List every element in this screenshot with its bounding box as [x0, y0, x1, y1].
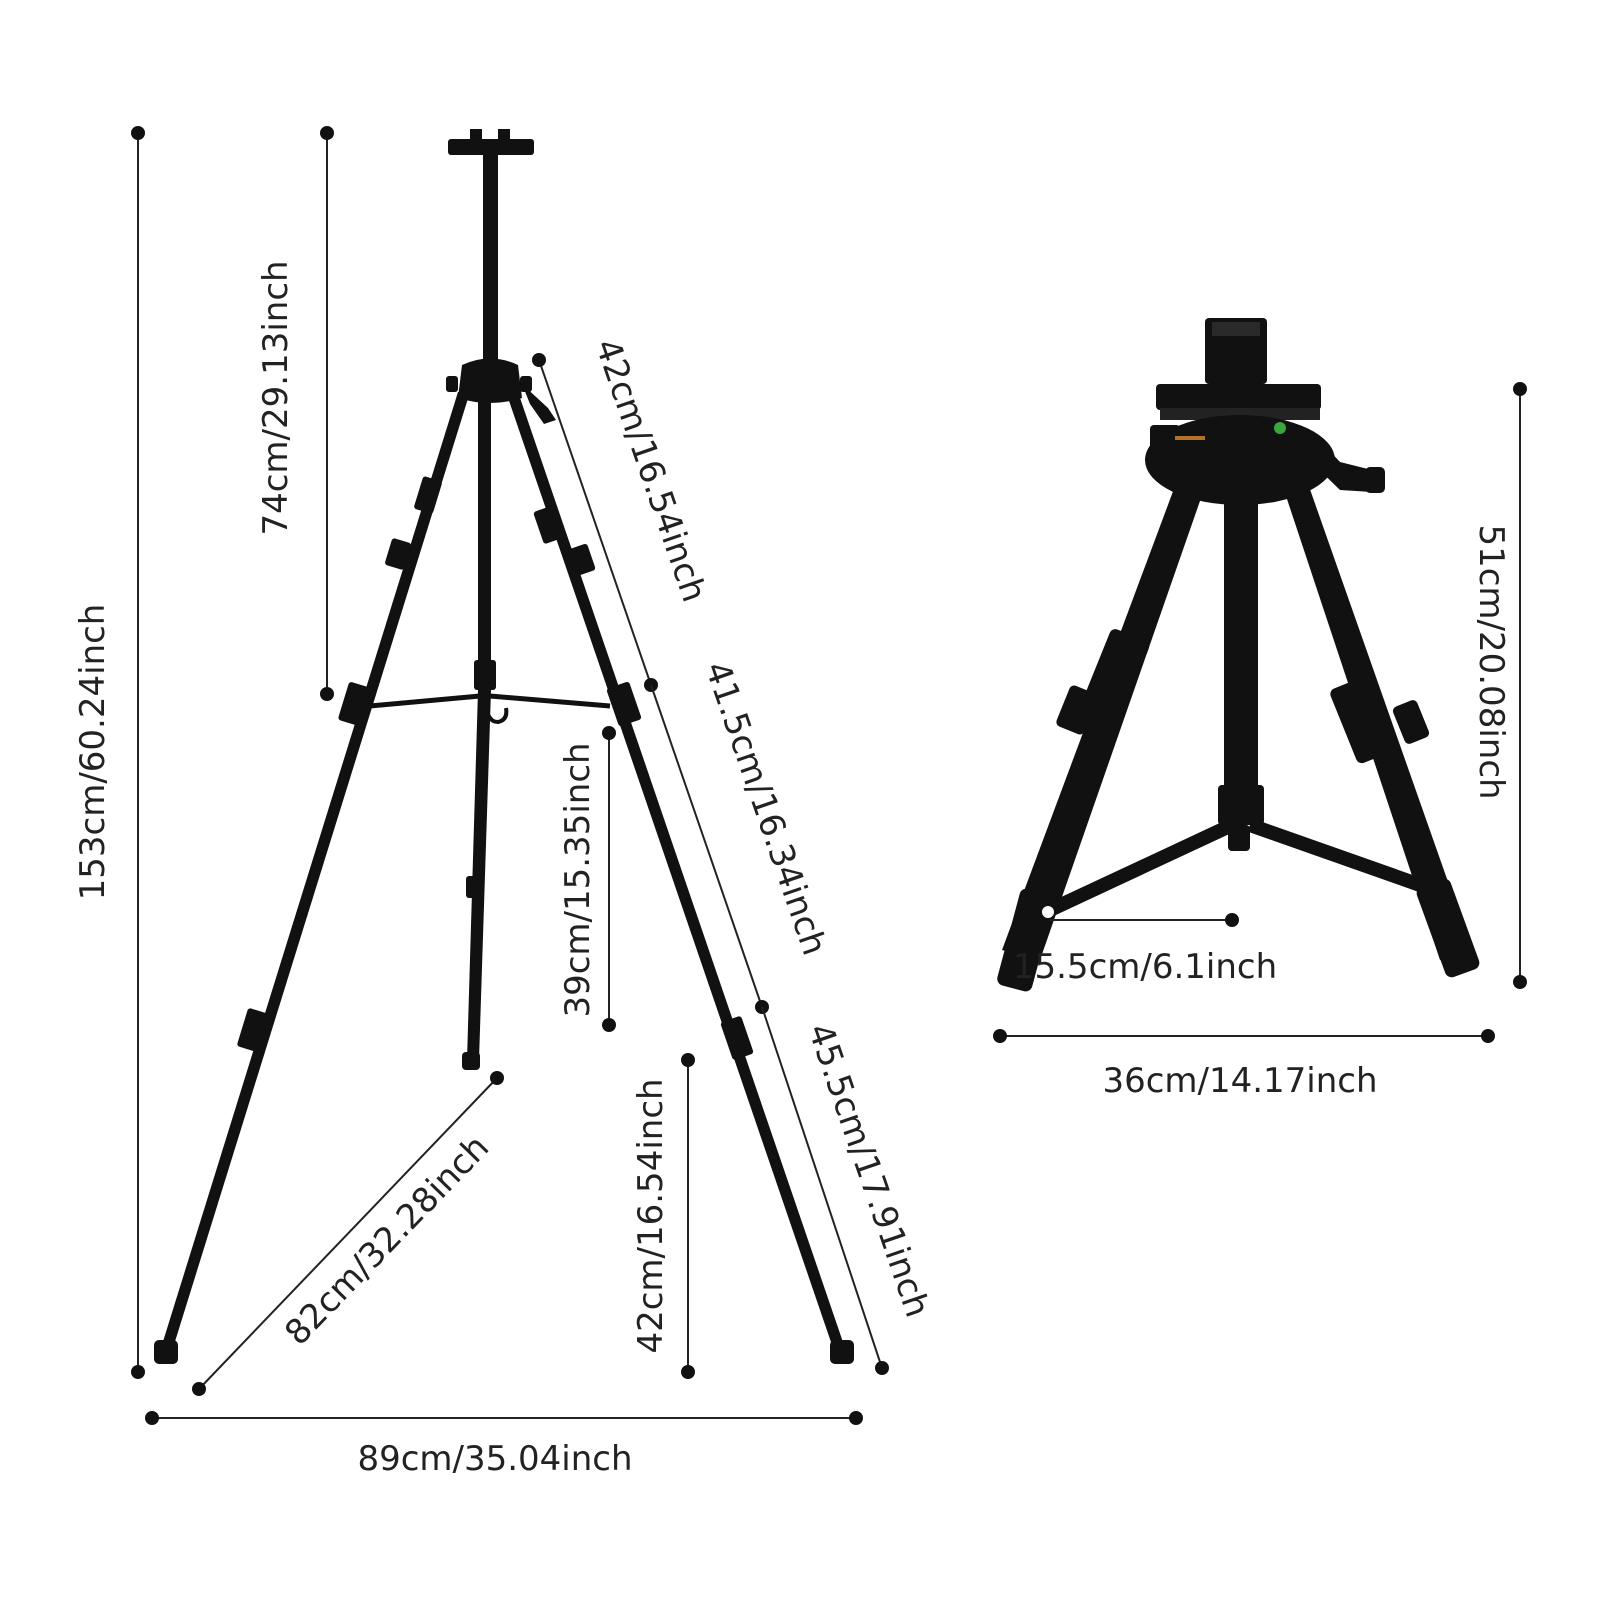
easel-top-holder — [448, 139, 534, 155]
diagonal-span-label: 82cm/32.28inch — [277, 1128, 497, 1354]
total-height-label: 153cm/60.24inch — [73, 604, 113, 901]
leg-section-top-label: 42cm/16.54inch — [587, 334, 714, 607]
easel-right-leg — [506, 392, 845, 1348]
center-leg-upper-label: 39cm/15.35inch — [558, 742, 598, 1017]
folded-tripod-illustration — [997, 318, 1480, 992]
easel-left-foot — [154, 1340, 178, 1364]
tripod-crossbar — [1156, 384, 1321, 410]
folded-height-label: 51cm/20.08inch — [1471, 524, 1511, 799]
easel-dimension-lines — [131, 126, 889, 1425]
easel-right-foot — [830, 1340, 854, 1364]
easel-head — [458, 358, 522, 403]
tripod-brace-left — [1047, 818, 1235, 917]
brace-length-label: 15.5cm/6.1inch — [1013, 947, 1277, 987]
easel-brace-right — [489, 693, 611, 709]
base-width-label: 89cm/35.04inch — [357, 1439, 632, 1479]
tripod-center-column — [1224, 480, 1258, 800]
extended-easel-illustration — [154, 129, 854, 1364]
easel-brace-left — [369, 693, 481, 709]
easel-left-leg — [161, 392, 470, 1348]
upper-section-label: 74cm/29.13inch — [256, 260, 296, 535]
easel-center-leg — [478, 400, 491, 665]
center-leg-lower-label: 42cm/16.54inch — [631, 1078, 671, 1353]
folded-base-width-label: 36cm/14.17inch — [1102, 1061, 1377, 1101]
leg-section-middle-label: 41.5cm/16.34inch — [696, 657, 834, 961]
easel-hook — [484, 699, 509, 725]
tripod-dimension-lines — [993, 382, 1527, 1043]
easel-center-mast — [483, 155, 498, 365]
tripod-brace-right — [1247, 818, 1423, 892]
